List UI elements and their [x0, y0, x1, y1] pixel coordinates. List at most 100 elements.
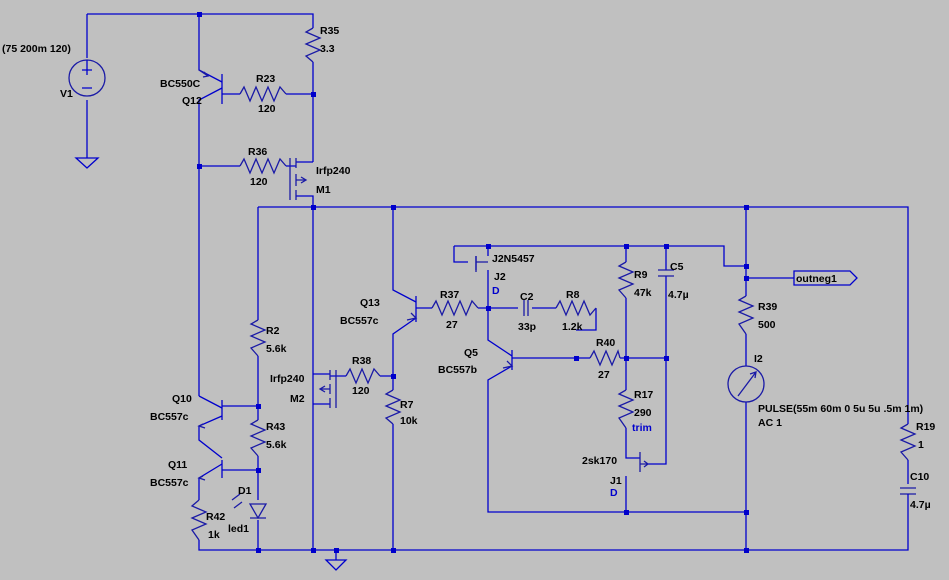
v1-value: (75 200m 120): [2, 43, 71, 55]
q10-model: BC557c: [150, 411, 189, 423]
r8-name: R8: [566, 289, 580, 301]
voltage-source-v1[interactable]: [68, 59, 106, 97]
r37-name: R37: [440, 289, 459, 301]
r38-name: R38: [352, 355, 371, 367]
r9-name: R9: [634, 269, 648, 281]
j1-pin: D: [610, 487, 618, 499]
j2-model: J2N5457: [492, 253, 535, 265]
resistor-r42[interactable]: [190, 499, 208, 541]
transistor-q10[interactable]: [197, 423, 206, 429]
ground-symbol-v1: [74, 157, 100, 169]
r7-value: 10k: [400, 415, 418, 427]
junctions: [197, 12, 749, 553]
resistor-r39[interactable]: [737, 295, 755, 335]
led-d1[interactable]: [231, 493, 268, 520]
resistor-r38[interactable]: [345, 367, 381, 385]
c10-value: 4.7µ: [910, 499, 931, 511]
transistor-q5[interactable]: [502, 360, 514, 369]
current-source-i2[interactable]: [727, 365, 765, 403]
r17-value: 290: [634, 407, 652, 419]
v1-name: V1: [60, 88, 73, 100]
r9-value: 47k: [634, 287, 652, 299]
r23-value: 120: [258, 103, 276, 115]
c5-name: C5: [670, 261, 684, 273]
transistor-q13[interactable]: [406, 312, 418, 321]
m1-name: M1: [316, 184, 331, 196]
capacitor-c10[interactable]: [900, 460, 916, 506]
c10-name: C10: [910, 471, 929, 483]
q10-name: Q10: [172, 393, 192, 405]
i2-name: I2: [754, 353, 763, 365]
transistor-q11[interactable]: [197, 475, 206, 481]
j1-model: 2sk170: [582, 455, 617, 467]
r17-name: R17: [634, 389, 653, 401]
mosfet-m1[interactable]: [289, 158, 308, 200]
jfet-j1[interactable]: [639, 452, 650, 472]
j1-name: J1: [610, 475, 622, 487]
mosfet-m2[interactable]: [318, 370, 337, 408]
r2-name: R2: [266, 325, 280, 337]
q12-model: BC550C: [160, 78, 201, 90]
r19-name: R19: [916, 421, 935, 433]
capacitor-c5[interactable]: [658, 269, 674, 277]
resistor-r17[interactable]: [617, 389, 635, 429]
q11-name: Q11: [168, 459, 187, 471]
d1-name: D1: [238, 485, 252, 497]
resistor-r35[interactable]: [304, 27, 322, 63]
capacitor-c2[interactable]: [523, 300, 529, 316]
r2-value: 5.6k: [266, 343, 287, 355]
r23-name: R23: [256, 73, 275, 85]
j2-name: J2: [494, 271, 506, 283]
q13-name: Q13: [360, 297, 380, 309]
r19-value: 1: [918, 439, 924, 451]
ground-symbol-main: [324, 550, 348, 571]
r35-value: 3.3: [320, 43, 335, 55]
r7-name: R7: [400, 399, 414, 411]
q13-model: BC557c: [340, 315, 379, 327]
i2-value: PULSE(55m 60m 0 5u 5u .5m 1m): [758, 403, 923, 415]
r36-value: 120: [250, 176, 268, 188]
resistor-r40[interactable]: [589, 349, 621, 367]
r37-value: 27: [446, 319, 458, 331]
c2-value: 33p: [518, 321, 536, 333]
d1-model: led1: [228, 523, 249, 535]
resistor-r43[interactable]: [249, 419, 267, 457]
resistor-r9[interactable]: [617, 261, 635, 299]
r43-name: R43: [266, 421, 285, 433]
q12-name: Q12: [182, 95, 202, 107]
r43-value: 5.6k: [266, 439, 287, 451]
resistor-r7[interactable]: [384, 389, 402, 425]
r38-value: 120: [352, 385, 370, 397]
r8-value: 1.2k: [562, 321, 583, 333]
r40-name: R40: [596, 337, 615, 349]
c2-name: C2: [520, 291, 534, 303]
resistor-r37[interactable]: [431, 299, 479, 317]
r39-name: R39: [758, 301, 777, 313]
m1-model: Irfp240: [316, 165, 351, 177]
r17-note: trim: [632, 422, 652, 434]
j2-pin: D: [492, 285, 500, 297]
q5-name: Q5: [464, 347, 478, 359]
resistor-r2[interactable]: [249, 319, 267, 357]
resistor-r23[interactable]: [239, 85, 287, 103]
jfet-j2[interactable]: [475, 256, 488, 272]
transistor-q12[interactable]: [198, 69, 210, 78]
resistor-r8[interactable]: [555, 299, 597, 317]
m2-model: Irfp240: [270, 373, 305, 385]
resistor-r19[interactable]: [899, 423, 917, 461]
r40-value: 27: [598, 369, 610, 381]
r39-value: 500: [758, 319, 776, 331]
net-label-text: outneg1: [796, 273, 837, 285]
component-labels: (75 200m 120) V1 R35 3.3 BC550C Q12 R23 …: [2, 25, 935, 541]
net-label-outneg1[interactable]: outneg1: [793, 270, 858, 286]
resistor-r36[interactable]: [239, 157, 287, 175]
r35-name: R35: [320, 25, 339, 37]
i2-ac: AC 1: [758, 417, 782, 429]
q11-model: BC557c: [150, 477, 189, 489]
r42-value: 1k: [208, 529, 220, 541]
r36-name: R36: [248, 146, 267, 158]
q5-model: BC557b: [438, 364, 477, 376]
m2-name: M2: [290, 393, 305, 405]
r42-name: R42: [206, 511, 225, 523]
